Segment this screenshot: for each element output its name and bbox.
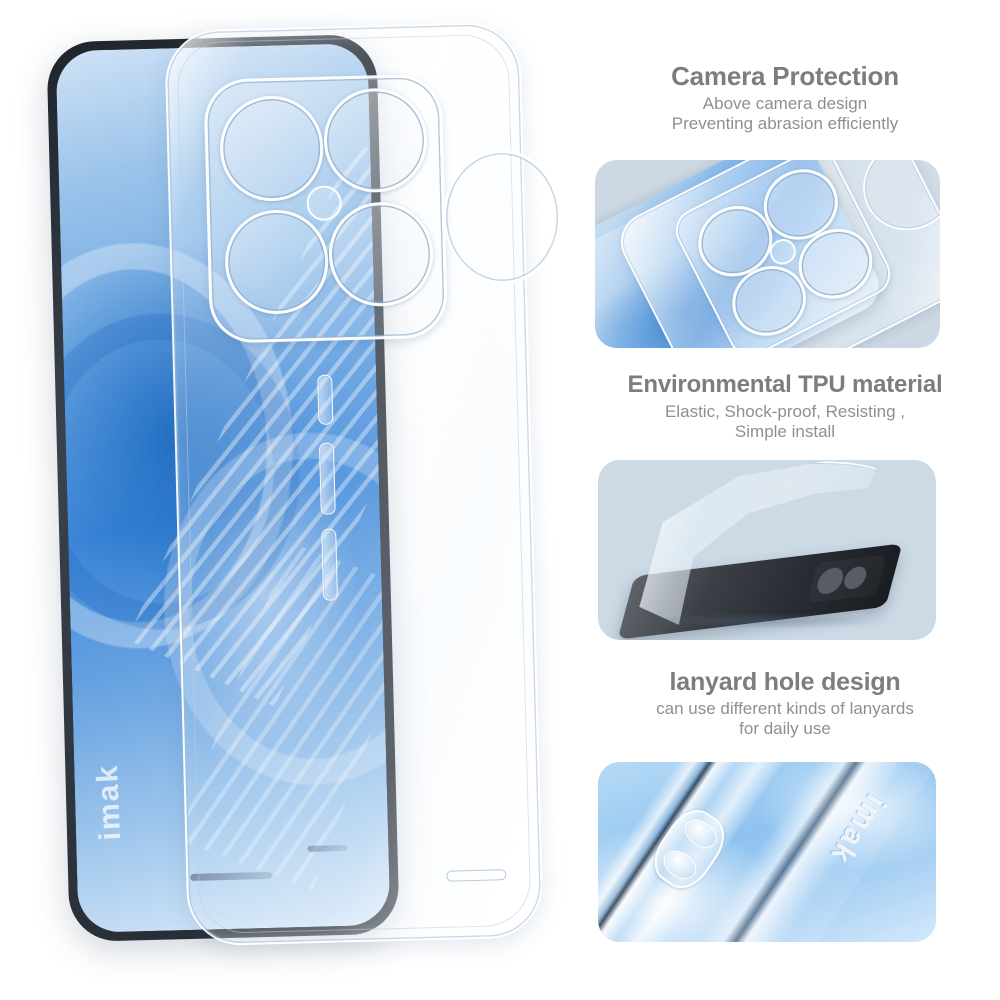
panel-drop-shadow	[638, 613, 889, 630]
clear-tpu-case-shell	[164, 21, 563, 947]
feature-title: Environmental TPU material	[627, 371, 943, 398]
feature-subtitle-line-1: Elastic, Shock-proof, Resisting ,	[665, 401, 905, 421]
feature-image-camera-protection	[595, 160, 940, 348]
feature-subtitle-line-2: Simple install	[734, 421, 836, 441]
camera-flash-cutout-icon	[306, 185, 342, 221]
feature-camera-protection: Camera Protection Above camera design Pr…	[570, 61, 1000, 134]
charging-port-cutout-icon	[446, 869, 507, 882]
feature-subtitle-line-1: can use different kinds of lanyards	[656, 699, 914, 718]
feature-list: Camera Protection Above camera design Pr…	[570, 0, 1000, 1000]
camera-lens-cutout-icon	[218, 95, 325, 202]
button-cutout-volume-up-icon	[318, 442, 336, 515]
feature-image-tpu-material	[598, 460, 936, 640]
button-cutout-mute-icon	[317, 374, 334, 425]
camera-lens-cutout-icon	[223, 208, 330, 316]
feature-tpu-material: Environmental TPU material Elastic, Shoc…	[570, 371, 1000, 442]
feature-subtitle-line-2: for daily use	[739, 719, 831, 739]
feature-lanyard-hole: lanyard hole design can use different ki…	[570, 668, 1000, 739]
button-cutout-volume-down-icon	[321, 528, 339, 601]
feature-title: Camera Protection	[671, 61, 899, 91]
camera-cutout-module	[203, 73, 449, 344]
camera-lens-cutout-icon	[327, 200, 435, 308]
feature-subtitle-line-1: Above camera design	[702, 94, 868, 114]
panel-case-shell	[610, 160, 940, 348]
hero-product-image: imak	[0, 0, 570, 1000]
camera-lens-cutout-icon	[322, 87, 429, 194]
feature-subtitle-line-2: Preventing abrasion efficiently	[671, 114, 899, 134]
brand-logo-imak: imak	[90, 763, 128, 842]
feature-image-lanyard-hole: imak	[598, 762, 936, 942]
feature-title: lanyard hole design	[669, 668, 901, 696]
